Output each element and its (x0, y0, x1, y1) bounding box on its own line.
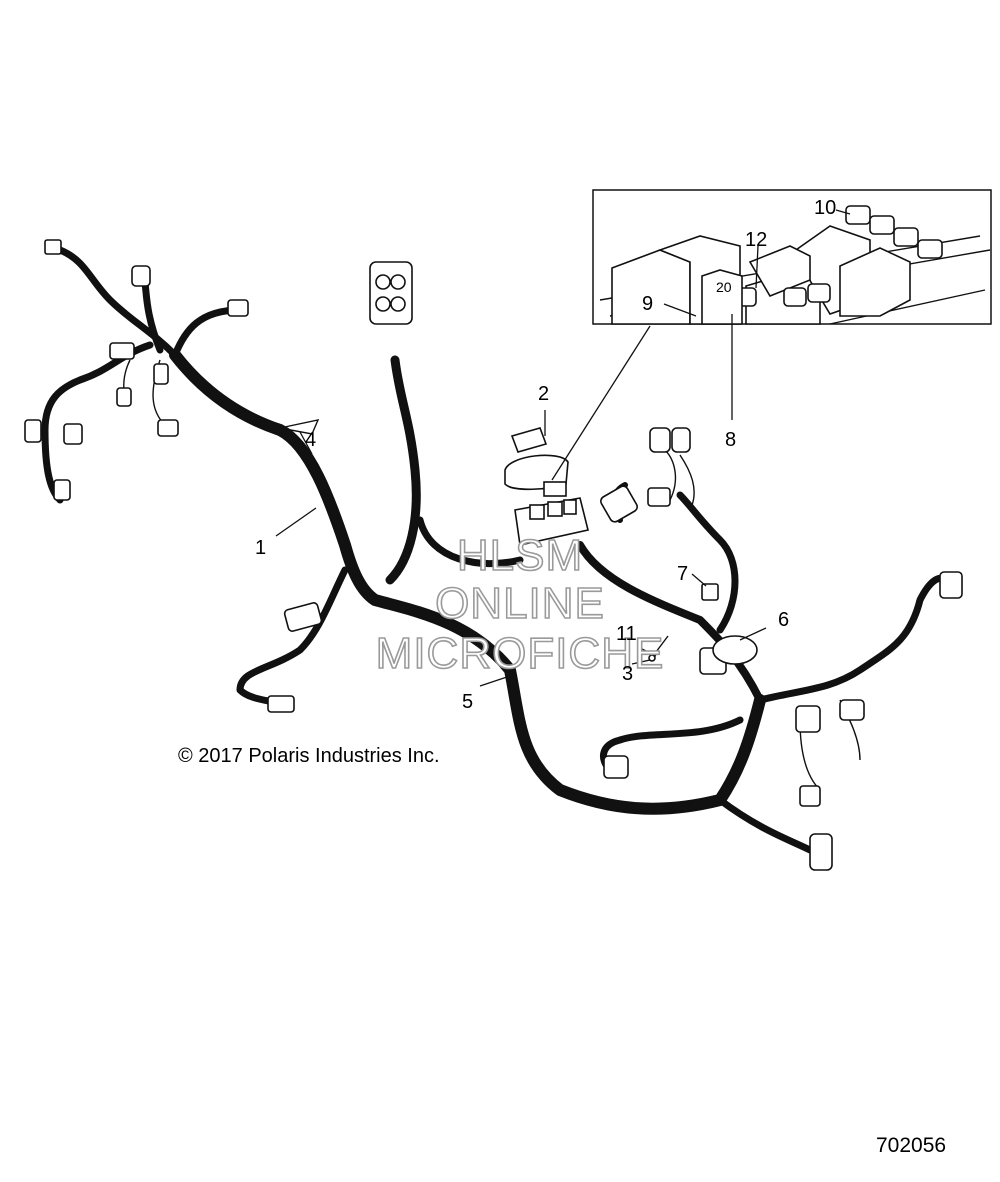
connectors (24, 239, 963, 871)
callout-10: 10 (814, 197, 836, 219)
figure-number: 702056 (876, 1134, 946, 1157)
watermark-line-3: MICROFICHE (376, 629, 665, 678)
callout-6: 6 (778, 609, 789, 631)
fastener-item-3 (648, 654, 656, 662)
callout-3: 3 (622, 663, 633, 685)
fuse-rating-label: 20 (716, 279, 732, 295)
tie-strap-item-4 (279, 419, 320, 435)
callout-5: 5 (462, 691, 473, 713)
watermark-line-2: ONLINE (435, 579, 605, 628)
callout-labels: 1 2 3 4 5 6 7 8 9 10 11 12 (255, 197, 836, 713)
grommet-item-6 (712, 635, 758, 665)
copyright-notice: © 2017 Polaris Industries Inc. (178, 745, 440, 767)
callout-11: 11 (616, 623, 637, 645)
leader-lines (275, 325, 767, 687)
callout-9: 9 (642, 293, 653, 315)
watermark-line-1: HLSM (457, 531, 583, 580)
callout-1: 1 (255, 537, 266, 559)
callout-4: 4 (305, 429, 316, 451)
detail-inset: 20 (592, 189, 992, 420)
wire-harness (41, 246, 949, 854)
fuse-item-8 (701, 269, 743, 325)
watermark: HLSM ONLINE MICROFICHE (375, 530, 665, 679)
fuse-box-assembly (504, 427, 589, 546)
callout-2: 2 (538, 383, 549, 405)
callout-7: 7 (677, 563, 688, 585)
callout-12: 12 (745, 229, 767, 251)
callout-8: 8 (725, 429, 736, 451)
label-decal-item-2 (510, 427, 548, 453)
